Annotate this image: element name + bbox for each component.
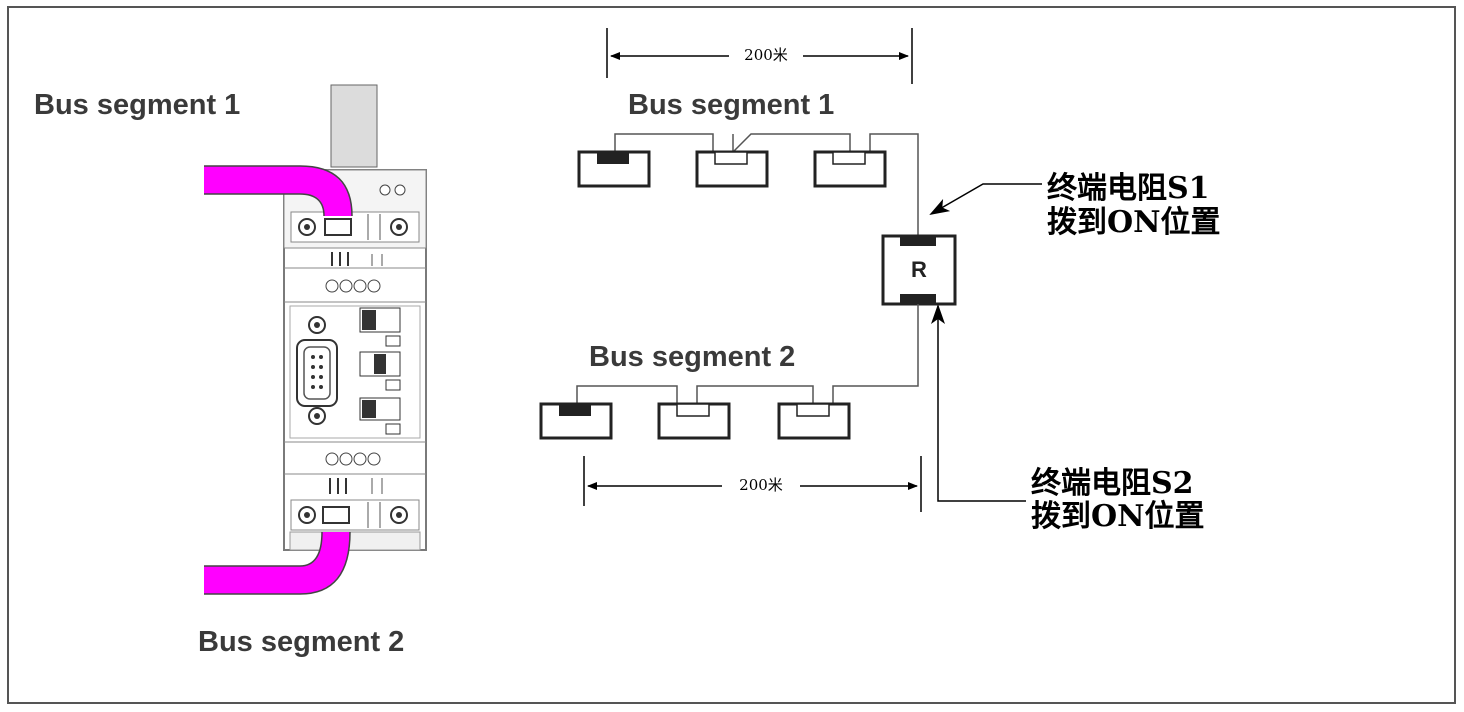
bus-cable-bottom-outline (204, 531, 351, 595)
left-segment1-label: Bus segment 1 (34, 89, 240, 121)
top-distance-label: 200米 (744, 46, 788, 64)
segment1-node (577, 150, 651, 188)
segment1-bus-line (614, 133, 919, 238)
top-distance-dimension (606, 28, 913, 84)
s2-callout-line1: 终端电阻S2 (1031, 466, 1194, 501)
s2-callout-line2: 拨到ON位置 (1031, 499, 1205, 534)
segment2-label: Bus segment 2 (589, 341, 795, 373)
bottom-distance-dimension (583, 456, 922, 512)
segment1-node (695, 150, 769, 188)
segment2-node (777, 402, 851, 440)
outer-frame (7, 6, 1456, 704)
left-segment2-label: Bus segment 2 (198, 626, 404, 658)
bottom-distance-label: 200米 (739, 476, 783, 494)
repeater-label: R (911, 257, 927, 282)
repeater-device (283, 84, 427, 551)
bus-cable-bottom (204, 531, 350, 594)
segment2-node (657, 402, 731, 440)
s1-callout-line1: 终端电阻S1 (1047, 171, 1210, 206)
bus-cable-top-outline (204, 165, 353, 217)
s1-callout-line2: 拨到ON位置 (1047, 205, 1221, 240)
segment2-node (539, 402, 613, 440)
repeater-node (881, 234, 957, 306)
segment1-label: Bus segment 1 (628, 89, 834, 121)
bus-cable-top (204, 166, 352, 217)
segment2-bus-line (576, 304, 919, 404)
s2-callout-arrow (931, 304, 1026, 502)
s1-callout-arrow (929, 183, 1042, 215)
segment1-node (813, 150, 887, 188)
